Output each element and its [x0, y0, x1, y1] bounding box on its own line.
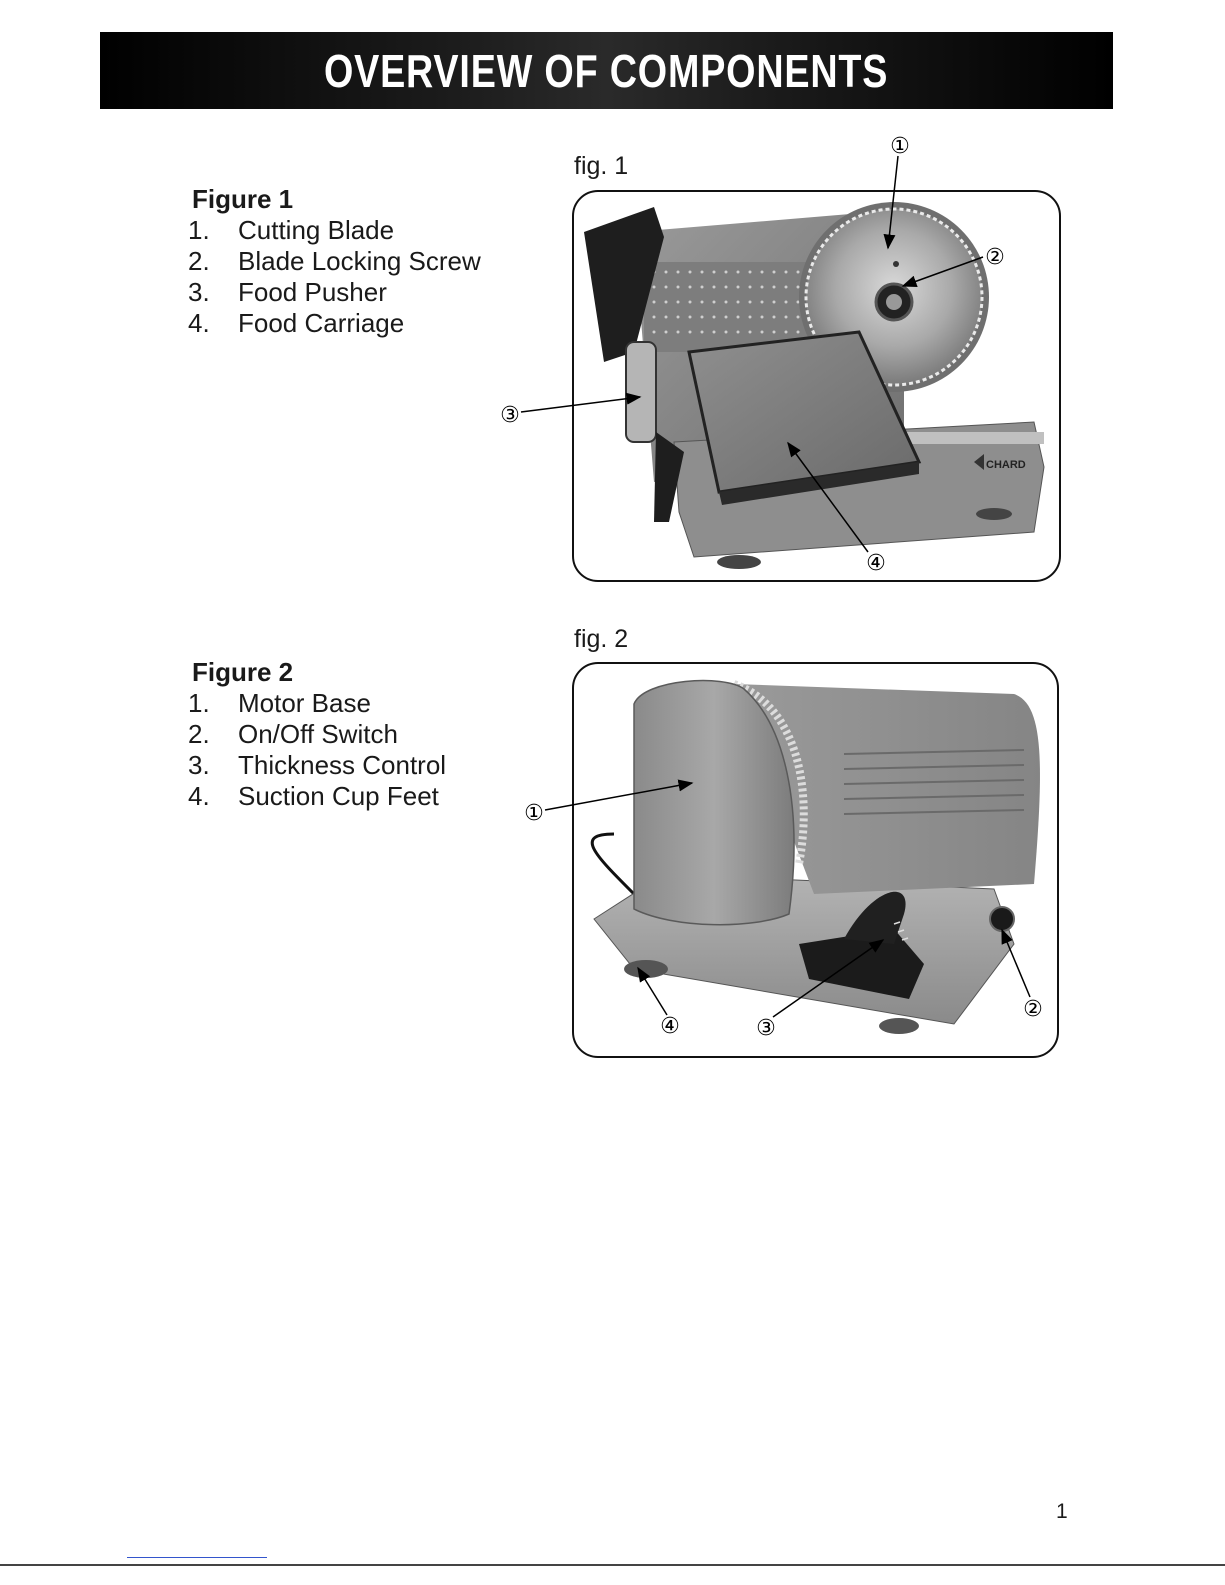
list-item: 4.Suction Cup Feet — [188, 781, 446, 812]
figure2-caption: fig. 2 — [574, 625, 628, 654]
item-number: 3. — [188, 277, 238, 308]
figure1-heading: Figure 1 — [188, 184, 481, 215]
list-item: 1.Cutting Blade — [188, 215, 481, 246]
item-label: Motor Base — [238, 688, 371, 719]
figure1-frame: CHARD — [572, 190, 1061, 582]
header-bar: OVERVIEW OF COMPONENTS — [100, 32, 1113, 109]
slicer-top-illustration: CHARD — [574, 192, 1059, 580]
foot-shape — [624, 960, 668, 978]
list-item: 3.Thickness Control — [188, 750, 446, 781]
item-label: Cutting Blade — [238, 215, 394, 246]
item-label: Food Carriage — [238, 308, 404, 339]
item-label: Blade Locking Screw — [238, 246, 481, 277]
list-item: 4.Food Carriage — [188, 308, 481, 339]
item-number: 1. — [188, 215, 238, 246]
list-item: 3.Food Pusher — [188, 277, 481, 308]
item-number: 2. — [188, 246, 238, 277]
footer-rule — [0, 1564, 1225, 1566]
power-cord — [592, 834, 634, 894]
on-off-switch — [990, 907, 1014, 931]
item-number: 1. — [188, 688, 238, 719]
food-pusher-body — [626, 342, 656, 442]
item-label: Food Pusher — [238, 277, 387, 308]
blade-hole — [893, 261, 899, 267]
blade-screw-center — [886, 294, 902, 310]
list-item: 2.Blade Locking Screw — [188, 246, 481, 277]
figure1-legend: Figure 1 1.Cutting Blade 2.Blade Locking… — [188, 184, 481, 339]
figure2-heading: Figure 2 — [188, 657, 446, 688]
page-number: 1 — [1056, 1500, 1068, 1524]
foot-shape — [879, 1018, 919, 1034]
base-trim — [894, 432, 1044, 444]
list-item: 1.Motor Base — [188, 688, 446, 719]
brand-logo: CHARD — [986, 459, 1026, 471]
item-number: 4. — [188, 308, 238, 339]
foot-shape — [976, 508, 1012, 520]
footer-link-underline — [127, 1557, 267, 1558]
item-number: 3. — [188, 750, 238, 781]
callout-number: ① — [890, 134, 910, 159]
item-number: 4. — [188, 781, 238, 812]
perforated-guide — [644, 262, 814, 352]
item-label: On/Off Switch — [238, 719, 398, 750]
item-label: Thickness Control — [238, 750, 446, 781]
figure1-caption: fig. 1 — [574, 152, 628, 181]
figure2-legend: Figure 2 1.Motor Base 2.On/Off Switch 3.… — [188, 657, 446, 812]
figure2-frame — [572, 662, 1059, 1058]
item-label: Suction Cup Feet — [238, 781, 439, 812]
callout-number: ① — [524, 801, 544, 826]
slicer-side-illustration — [574, 664, 1057, 1056]
callout-number: ③ — [500, 403, 520, 428]
item-number: 2. — [188, 719, 238, 750]
page-title: OVERVIEW OF COMPONENTS — [324, 44, 888, 98]
foot-shape — [717, 555, 761, 569]
list-item: 2.On/Off Switch — [188, 719, 446, 750]
